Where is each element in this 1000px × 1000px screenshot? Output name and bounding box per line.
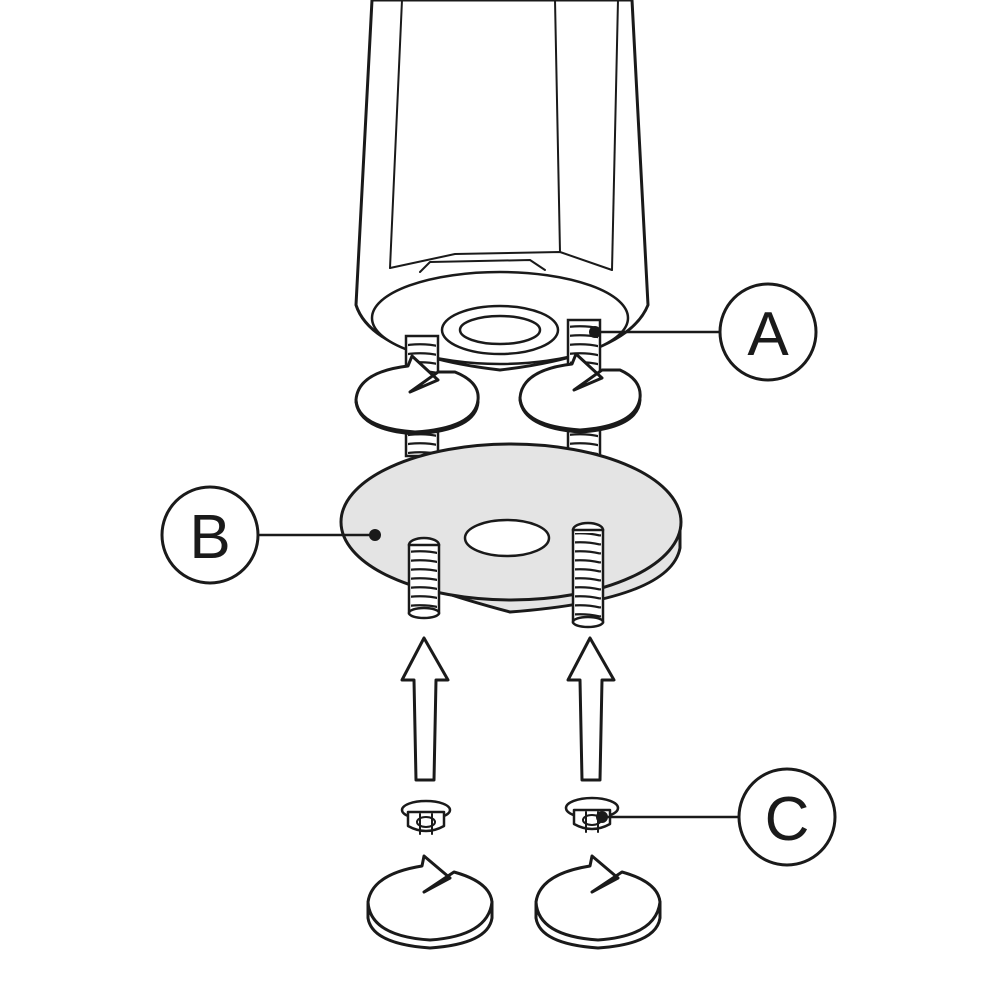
- callout-c-label: C: [765, 785, 810, 854]
- callout-a: A: [589, 282, 818, 382]
- right-threaded-stud-lower: [571, 521, 605, 629]
- left-threaded-stud-lower: [407, 536, 441, 620]
- mounting-plate: [339, 442, 683, 614]
- callout-b-label: B: [189, 503, 230, 572]
- up-arrow-icon: [566, 636, 616, 782]
- leg-tube: [354, 0, 650, 372]
- callout-c: C: [596, 767, 837, 867]
- rotate-clockwise-icon: [534, 854, 662, 950]
- up-arrow-icon: [400, 636, 450, 782]
- callout-a-label: A: [747, 300, 789, 369]
- left-flange-nut: [400, 799, 452, 835]
- callout-b: B: [160, 485, 381, 585]
- right-flange-nut: [564, 796, 620, 833]
- rotate-clockwise-icon: [366, 854, 494, 950]
- rotate-clockwise-icon: [354, 354, 480, 436]
- rotate-clockwise-icon: [518, 352, 642, 434]
